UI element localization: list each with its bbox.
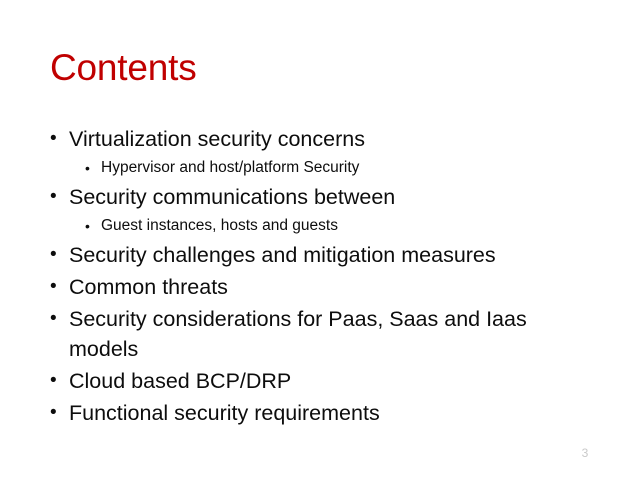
list-item[interactable]: • Security communications between bbox=[48, 182, 593, 212]
list-item-label: Hypervisor and host/platform Security bbox=[101, 159, 360, 176]
bullet-icon: • bbox=[50, 128, 57, 149]
list-item[interactable]: • Functional security requirements bbox=[48, 398, 593, 428]
page-title: Contents bbox=[50, 47, 197, 88]
bullet-icon: • bbox=[50, 186, 57, 207]
bullet-icon: • bbox=[50, 370, 57, 391]
list-item[interactable]: • Hypervisor and host/platform Security bbox=[48, 156, 593, 180]
bullet-icon: • bbox=[50, 308, 57, 329]
bullet-icon: • bbox=[50, 402, 57, 423]
list-item-label: Functional security requirements bbox=[69, 401, 380, 425]
list-item-label: Security challenges and mitigation measu… bbox=[69, 243, 496, 267]
list-item[interactable]: • Virtualization security concerns bbox=[48, 124, 593, 154]
bullet-icon: • bbox=[85, 218, 90, 234]
list-item-label: Guest instances, hosts and guests bbox=[101, 217, 338, 234]
bullet-icon: • bbox=[50, 244, 57, 265]
list-item[interactable]: • Guest instances, hosts and guests bbox=[48, 214, 593, 238]
list-item[interactable]: • Common threats bbox=[48, 272, 593, 302]
list-item[interactable]: • Security considerations for Paas, Saas… bbox=[48, 304, 593, 364]
list-item-label-line1: Security considerations for Paas, Saas a… bbox=[69, 307, 527, 331]
bullet-icon: • bbox=[85, 160, 90, 176]
contents-list: • Virtualization security concerns • Hyp… bbox=[48, 124, 593, 430]
list-item-label: Security communications between bbox=[69, 185, 396, 209]
list-item-label: Common threats bbox=[69, 275, 228, 299]
bullet-icon: • bbox=[50, 276, 57, 297]
list-item-label-line2: models bbox=[69, 337, 139, 361]
list-item[interactable]: • Cloud based BCP/DRP bbox=[48, 366, 593, 396]
list-item[interactable]: • Security challenges and mitigation mea… bbox=[48, 240, 593, 270]
list-item-label-justified: Security considerations for Paas, Saas a… bbox=[69, 304, 593, 364]
list-item-label: Cloud based BCP/DRP bbox=[69, 369, 292, 393]
list-item-label: Virtualization security concerns bbox=[69, 127, 365, 151]
page-number: 3 bbox=[581, 446, 589, 460]
